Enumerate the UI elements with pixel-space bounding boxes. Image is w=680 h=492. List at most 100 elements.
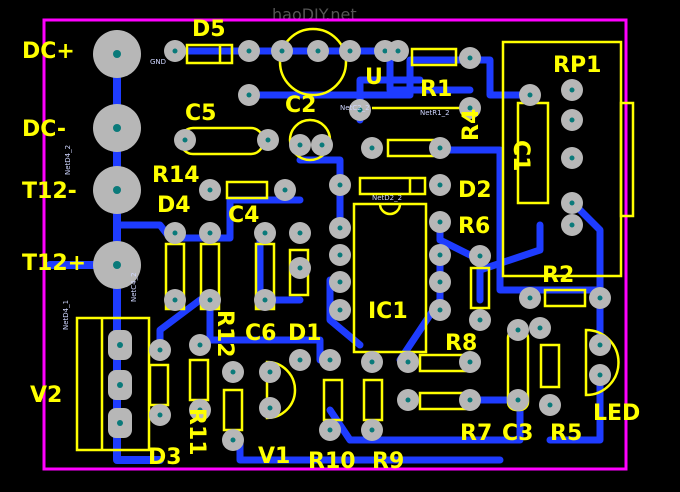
silkscreen-labels: DC+ DC- T12- T12+ V2 D3 R11 V1 R10 R9 R7… — [22, 17, 640, 474]
d3-outline — [148, 363, 170, 407]
label-c5: C5 — [185, 101, 216, 126]
net-label-netc2-2: NetC2_2 — [340, 104, 370, 112]
label-r10: R10 — [308, 449, 356, 474]
pad-v2-3 — [108, 408, 132, 438]
ic1-outline — [352, 202, 428, 354]
label-r8: R8 — [445, 331, 477, 356]
drill-hole — [157, 347, 163, 353]
drill-hole — [467, 359, 473, 365]
drill-hole — [327, 357, 333, 363]
pad-v2-2 — [108, 370, 132, 400]
drill-hole — [515, 327, 521, 333]
label-d2: D2 — [458, 178, 492, 203]
drill-hole — [477, 253, 483, 259]
label-r12: R12 — [212, 310, 237, 358]
drill-hole — [437, 279, 443, 285]
drill-hole — [262, 297, 268, 303]
drill-hole — [382, 48, 388, 54]
pad-t12-minus — [93, 166, 141, 214]
drill-hole — [279, 48, 285, 54]
pad-t12-plus — [93, 241, 141, 289]
drill-hole — [477, 317, 483, 323]
net-labels: NetD4_1 NetD4_2 NetC4_2 GND NetC2_2 NetR… — [62, 58, 450, 330]
net-label-netc4-2: NetC4_2 — [130, 272, 138, 302]
led-outline — [584, 328, 620, 397]
drill-hole — [297, 357, 303, 363]
drill-hole — [267, 369, 273, 375]
drill-hole — [569, 155, 575, 161]
drill-hole — [569, 222, 575, 228]
drill-hole — [437, 252, 443, 258]
drill-hole — [337, 225, 343, 231]
drill-hole — [569, 117, 575, 123]
drill-hole — [262, 230, 268, 236]
drill-hole — [437, 182, 443, 188]
drill-hole — [315, 48, 321, 54]
label-v1: V1 — [258, 444, 290, 469]
net-label-netd4-2: NetD4_2 — [64, 145, 72, 175]
r8-outline — [418, 353, 467, 373]
drill-hole — [467, 105, 473, 111]
r11-outline — [188, 358, 210, 402]
drill-hole — [337, 252, 343, 258]
drill-hole — [347, 48, 353, 54]
drill-hole — [297, 265, 303, 271]
label-c3: C3 — [502, 421, 533, 446]
drill-hole — [182, 137, 188, 143]
drill-hole — [437, 219, 443, 225]
pad-dc-plus — [93, 30, 141, 78]
label-t12-minus: T12- — [22, 179, 77, 204]
d2-outline — [358, 176, 427, 196]
drill-hole — [197, 342, 203, 348]
label-d1: D1 — [288, 321, 322, 346]
drill-hole — [282, 187, 288, 193]
drill-hole — [246, 92, 252, 98]
r12-outline — [222, 388, 244, 432]
r2-outline — [543, 288, 587, 308]
drill-hole — [172, 297, 178, 303]
r5-outline — [539, 343, 561, 389]
net-label-gnd: GND — [150, 58, 166, 66]
c2-outline — [278, 27, 348, 97]
pad-v2-1 — [108, 330, 132, 360]
drill-hole — [405, 397, 411, 403]
label-r2: R2 — [542, 263, 574, 288]
label-r1: R1 — [420, 77, 452, 102]
drill-hole — [337, 307, 343, 313]
net-label-netd2-2: NetD2_2 — [372, 194, 402, 202]
drill-hole — [172, 48, 178, 54]
drill-hole — [537, 325, 543, 331]
net-label-netd4-1: NetD4_1 — [62, 300, 70, 330]
drill-hole — [319, 142, 325, 148]
drill-hole — [515, 397, 521, 403]
drill-hole — [197, 407, 203, 413]
drill-hole — [337, 182, 343, 188]
label-dc-plus: DC+ — [22, 39, 75, 64]
label-d5: D5 — [192, 17, 226, 42]
drill-hole — [265, 137, 271, 143]
drill-hole — [437, 307, 443, 313]
pad-dc-minus — [93, 104, 141, 152]
drill-hole — [527, 92, 533, 98]
drill-hole — [157, 412, 163, 418]
drill-hole — [207, 230, 213, 236]
drill-hole — [395, 48, 401, 54]
drill-hole — [369, 427, 375, 433]
label-r7: R7 — [460, 421, 492, 446]
label-c4: C4 — [228, 203, 259, 228]
label-rp1: RP1 — [553, 53, 601, 78]
drill-hole — [327, 427, 333, 433]
drill-hole — [597, 342, 603, 348]
label-d3: D3 — [148, 445, 182, 470]
pads — [93, 30, 141, 438]
label-led: LED — [593, 401, 640, 426]
label-r4: R4 — [459, 109, 484, 141]
net-label-netr1-2: NetR1_2 — [420, 109, 450, 117]
label-c2: C2 — [285, 93, 316, 118]
label-d4: D4 — [157, 193, 191, 218]
c4-outline — [225, 180, 269, 200]
drill-hole — [172, 230, 178, 236]
r4-outline — [386, 138, 435, 158]
board-outline — [42, 18, 628, 471]
label-ic1: IC1 — [368, 299, 408, 324]
